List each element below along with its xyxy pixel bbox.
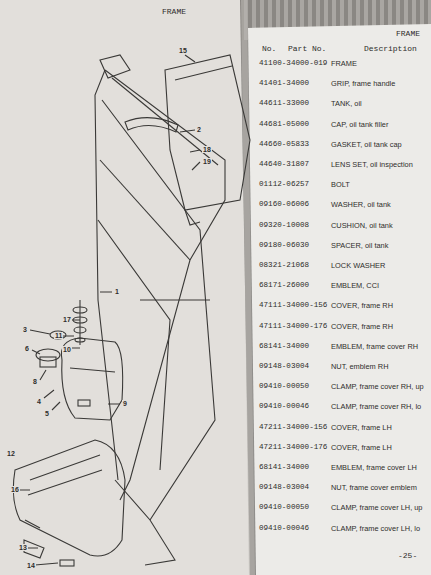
part-description: CLAMP, frame cover RH, up	[331, 383, 427, 391]
part-description: NUT, frame cover emblem	[331, 484, 427, 492]
part-description: COVER, frame LH	[331, 424, 427, 432]
part-number: 68141-34000	[259, 464, 309, 472]
column-heading: Part No.	[288, 45, 326, 53]
part-number: 68141-34000	[259, 343, 309, 351]
callout-number: 10	[62, 346, 72, 353]
part-description: WASHER, oil tank	[331, 201, 427, 209]
part-number: 08321-21068	[259, 262, 309, 270]
callout-number: 3	[22, 326, 28, 333]
callout-number: 1	[114, 288, 120, 295]
part-description: LOCK WASHER	[331, 262, 427, 270]
part-number: 44660-05833	[259, 141, 309, 149]
part-description: FRAME	[331, 60, 427, 68]
callout-number: 8	[32, 378, 38, 385]
part-description: EMBLEM, frame cover LH	[331, 464, 427, 472]
callout-number: 14	[26, 562, 36, 569]
part-description: SPACER, oil tank	[331, 242, 427, 250]
part-number: 44640-31807	[259, 161, 309, 169]
page-number: -25-	[398, 552, 417, 560]
callout-number: 19	[202, 158, 212, 165]
part-description: CLAMP, frame cover RH, lo	[331, 403, 427, 411]
part-description: TANK, oil	[331, 100, 427, 108]
callout-number: 16	[10, 486, 20, 493]
part-number: 47211-34000-176	[259, 444, 327, 452]
part-description: EMBLEM, frame cover RH	[331, 343, 427, 351]
part-number: 09148-03004	[259, 363, 309, 371]
part-number: 68171-26000	[259, 282, 309, 290]
part-number: 47111-34000-176	[259, 323, 327, 331]
part-description: GRIP, frame handle	[331, 80, 427, 88]
part-number: 09410-00046	[259, 525, 309, 533]
part-number: 41401-34000	[259, 80, 309, 88]
part-number: 09180-06030	[259, 242, 309, 250]
callout-number: 15	[178, 47, 188, 54]
part-number: 47111-34000-156	[259, 302, 327, 310]
part-number: 09410-00046	[259, 403, 309, 411]
part-description: COVER, frame LH	[331, 444, 427, 452]
callout-number: 12	[6, 450, 16, 457]
callout-number: 5	[44, 410, 50, 417]
part-number: 41100-34000-019	[259, 60, 327, 68]
part-description: COVER, frame RH	[331, 302, 427, 310]
callout-number: 13	[18, 544, 28, 551]
page-heading: FRAME	[396, 30, 420, 38]
part-number: 44611-33000	[259, 100, 309, 108]
part-number: 44681-05000	[259, 121, 309, 129]
part-description: LENS SET, oil inspection	[331, 161, 427, 169]
part-number: 09410-00050	[259, 504, 309, 512]
part-description: COVER, frame RH	[331, 323, 427, 331]
callout-number: 18	[202, 146, 212, 153]
callout-number: 11	[54, 332, 63, 339]
callout-number: 9	[122, 400, 128, 407]
part-number: 47211-34000-156	[259, 424, 327, 432]
column-heading: Description	[364, 45, 417, 53]
part-number: 09320-10008	[259, 222, 309, 230]
part-number: 09410-00050	[259, 383, 309, 391]
part-number: 09160-06006	[259, 201, 309, 209]
part-number: 09148-03004	[259, 484, 309, 492]
callout-number: 6	[24, 345, 30, 352]
part-description: CAP, oil tank filler	[331, 121, 427, 129]
callout-number: 4	[36, 398, 42, 405]
callout-number: 2	[196, 126, 202, 133]
part-description: CLAMP, frame cover LH, lo	[331, 525, 427, 533]
part-description: BOLT	[331, 181, 427, 189]
part-description: CLAMP, frame cover LH, up	[331, 504, 427, 512]
part-number: 01112-06257	[259, 181, 309, 189]
column-heading: No.	[262, 45, 276, 53]
part-description: EMBLEM, CCI	[331, 282, 427, 290]
page-heading: FRAME	[162, 8, 186, 16]
part-description: NUT, emblem RH	[331, 363, 427, 371]
callout-number: 17	[62, 316, 72, 323]
part-description: CUSHION, oil tank	[331, 222, 427, 230]
part-description: GASKET, oil tank cap	[331, 141, 427, 149]
